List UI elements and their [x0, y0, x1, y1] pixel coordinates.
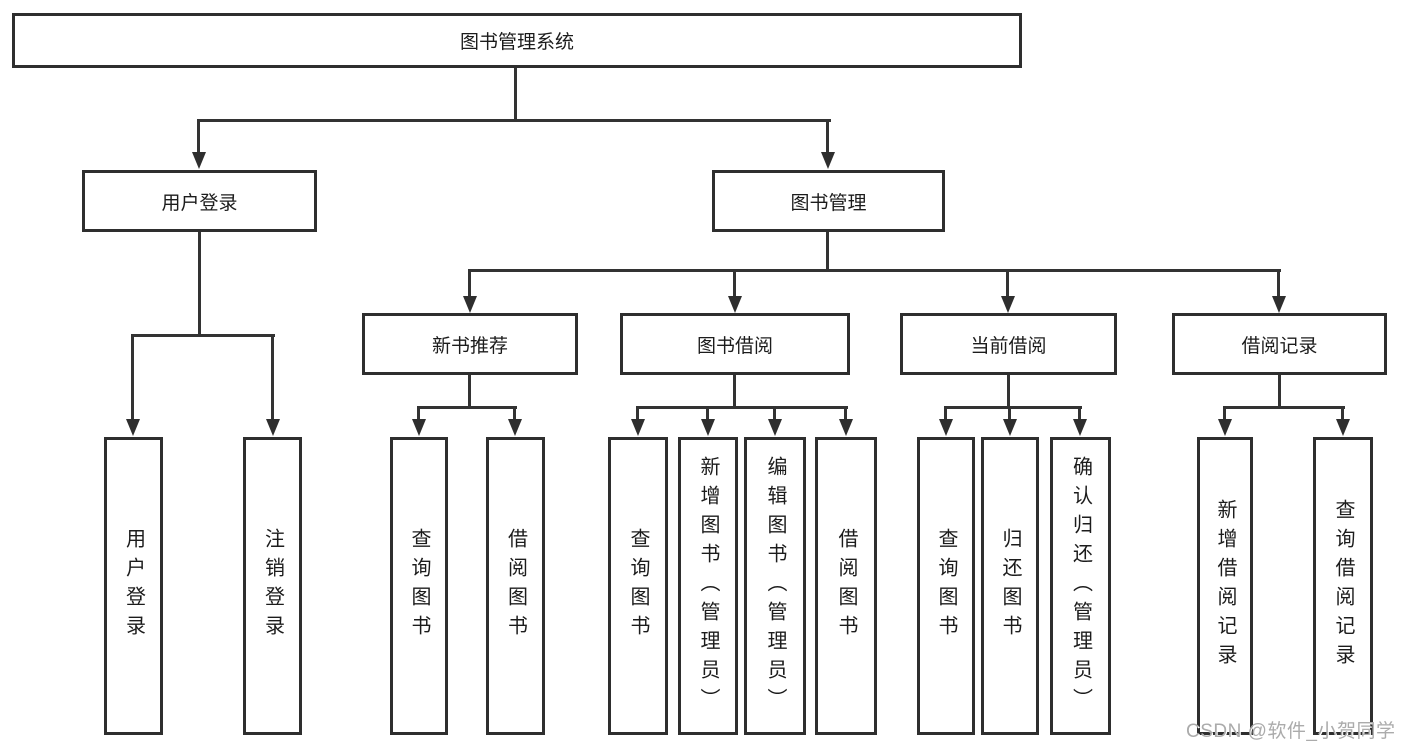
leaf-borrow-edit-book-admin: 编辑图书（管理员） — [744, 437, 806, 735]
leaf-current-return-book: 归还图书 — [981, 437, 1039, 735]
node-user-login: 用户登录 — [82, 170, 317, 232]
leaf-newbook-query-book: 查询图书 — [390, 437, 448, 735]
node-label: 确认归还（管理员） — [1069, 455, 1092, 717]
connector-line-vertical — [1277, 269, 1280, 297]
arrow-down-icon — [412, 419, 426, 436]
leaf-newbook-borrow-book: 借阅图书 — [486, 437, 545, 735]
connector-line-vertical — [773, 406, 776, 420]
connector-line-vertical — [1278, 375, 1281, 409]
connector-line-vertical — [1007, 375, 1010, 409]
arrow-down-icon — [1272, 296, 1286, 313]
node-label: 用户登录 — [122, 528, 145, 644]
node-root-library-system: 图书管理系统 — [12, 13, 1022, 68]
connector-line-vertical — [1078, 406, 1081, 420]
node-label: 借阅图书 — [504, 528, 527, 644]
node-label: 借阅图书 — [835, 528, 857, 644]
arrow-down-icon — [1218, 419, 1232, 436]
csdn-watermark: CSDN @软件_小贺同学 — [1186, 721, 1396, 742]
leaf-current-confirm-return-admin: 确认归还（管理员） — [1050, 437, 1111, 735]
connector-line-vertical — [417, 406, 420, 420]
connector-line-vertical — [271, 334, 274, 420]
connector-line-horizontal — [944, 406, 1082, 409]
node-borrow-records: 借阅记录 — [1172, 313, 1387, 375]
connector-line-vertical — [944, 406, 947, 420]
arrow-down-icon — [839, 419, 853, 436]
arrow-down-icon — [1001, 296, 1015, 313]
connector-line-vertical — [514, 68, 517, 121]
node-label: 新增图书（管理员） — [697, 455, 719, 717]
connector-line-vertical — [468, 269, 471, 297]
node-label: 借阅记录 — [1241, 335, 1318, 357]
leaf-borrow-add-book-admin: 新增图书（管理员） — [678, 437, 738, 735]
connector-line-vertical — [468, 375, 471, 409]
connector-line-vertical — [826, 119, 829, 153]
node-label: 查询图书 — [935, 528, 957, 644]
arrow-down-icon — [728, 296, 742, 313]
arrow-down-icon — [701, 419, 715, 436]
node-label: 查询借阅记录 — [1332, 499, 1354, 673]
connector-line-horizontal — [417, 406, 517, 409]
connector-line-vertical — [1006, 269, 1009, 297]
node-label: 用户登录 — [161, 192, 238, 214]
node-label: 查询图书 — [408, 528, 430, 644]
arrow-down-icon — [631, 419, 645, 436]
leaf-records-query-record: 查询借阅记录 — [1313, 437, 1373, 735]
arrow-down-icon — [266, 419, 280, 436]
connector-line-vertical — [198, 232, 201, 337]
connector-line-vertical — [197, 119, 200, 153]
leaf-current-query-book: 查询图书 — [917, 437, 975, 735]
arrow-down-icon — [463, 296, 477, 313]
arrow-down-icon — [1336, 419, 1350, 436]
connector-line-vertical — [844, 406, 847, 420]
node-label: 图书管理 — [790, 192, 867, 214]
connector-line-horizontal — [131, 334, 275, 337]
arrow-down-icon — [192, 152, 206, 169]
node-label: 新增借阅记录 — [1214, 499, 1236, 673]
leaf-logout: 注销登录 — [243, 437, 302, 735]
connector-line-vertical — [1008, 406, 1011, 420]
node-label: 编辑图书（管理员） — [764, 455, 786, 717]
node-book-management: 图书管理 — [712, 170, 945, 232]
leaf-borrow-query-book: 查询图书 — [608, 437, 668, 735]
leaf-records-add-record: 新增借阅记录 — [1197, 437, 1253, 735]
connector-line-vertical — [513, 406, 516, 420]
node-label: 新书推荐 — [431, 335, 508, 357]
node-current-borrow: 当前借阅 — [900, 313, 1117, 375]
arrow-down-icon — [508, 419, 522, 436]
arrow-down-icon — [126, 419, 140, 436]
node-label: 注销登录 — [261, 528, 284, 644]
connector-line-vertical — [131, 334, 134, 420]
node-label: 归还图书 — [999, 528, 1021, 644]
connector-line-vertical — [636, 406, 639, 420]
node-label: 查询图书 — [627, 528, 649, 644]
connector-line-vertical — [826, 232, 829, 272]
node-label: 当前借阅 — [970, 335, 1047, 357]
arrow-down-icon — [821, 152, 835, 169]
connector-line-vertical — [733, 269, 736, 297]
arrow-down-icon — [768, 419, 782, 436]
leaf-user-login: 用户登录 — [104, 437, 163, 735]
connector-line-horizontal — [1223, 406, 1345, 409]
arrow-down-icon — [939, 419, 953, 436]
arrow-down-icon — [1073, 419, 1087, 436]
leaf-borrow-borrow-book: 借阅图书 — [815, 437, 877, 735]
node-label: 图书管理系统 — [459, 32, 574, 53]
connector-line-horizontal — [468, 269, 1281, 272]
node-book-borrow: 图书借阅 — [620, 313, 850, 375]
node-new-book-recommend: 新书推荐 — [362, 313, 578, 375]
connector-line-horizontal — [636, 406, 848, 409]
connector-line-vertical — [1223, 406, 1226, 420]
connector-line-vertical — [1341, 406, 1344, 420]
arrow-down-icon — [1003, 419, 1017, 436]
connector-line-horizontal — [197, 119, 831, 122]
node-label: 图书借阅 — [696, 335, 773, 357]
connector-line-vertical — [733, 375, 736, 409]
connector-line-vertical — [706, 406, 709, 420]
